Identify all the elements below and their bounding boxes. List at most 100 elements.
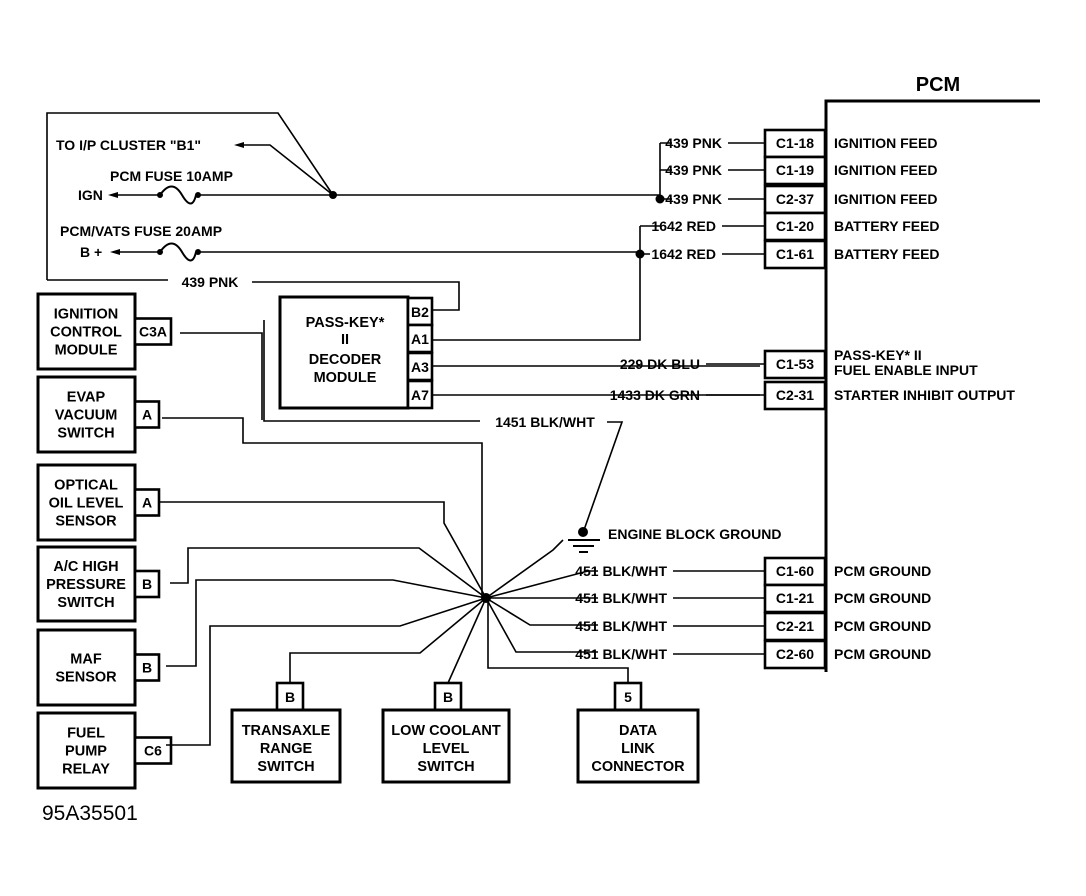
component-pin-id: B — [142, 576, 152, 592]
pcm-pin-function: BATTERY FEED — [834, 218, 940, 234]
pcm-connector-pin — [763, 211, 827, 242]
decoder-pin-id: A3 — [411, 359, 429, 375]
component-box — [576, 708, 700, 784]
wire-439-pnk-loop — [46, 112, 334, 280]
pcm-pin-function: BATTERY FEED — [834, 246, 940, 262]
component-label: SWITCH — [57, 595, 114, 611]
splice-dot — [635, 249, 645, 259]
component-box — [36, 628, 137, 707]
component-box — [381, 708, 511, 784]
decoder-line: II — [341, 332, 349, 348]
wire-ground-to-block — [485, 539, 564, 599]
component-pin — [133, 317, 173, 346]
component-pin — [133, 736, 173, 765]
component-label: SENSOR — [55, 514, 117, 530]
left-components: C3AIGNITIONCONTROLMODULEAEVAPVACUUMSWITC… — [36, 292, 173, 790]
pcm-pin-function: FUEL ENABLE INPUT — [834, 362, 978, 378]
pcm-fuse-label: PCM FUSE 10AMP — [110, 168, 233, 184]
wire-439-pnk-to-b2 — [252, 281, 460, 311]
component-box — [230, 708, 342, 784]
fuse-icon — [159, 242, 197, 262]
ground-terminal — [578, 527, 588, 537]
component-label: SWITCH — [57, 426, 114, 442]
vats-fuse-label: PCM/VATS FUSE 20AMP — [60, 223, 222, 239]
batt-label: B + — [80, 244, 102, 260]
wire-ac-pressure — [170, 547, 487, 599]
arrow-icon — [110, 249, 120, 255]
fuse-terminal — [195, 192, 201, 198]
component-label: LINK — [621, 741, 655, 757]
component-box — [36, 375, 137, 454]
component-pin-id: C6 — [144, 743, 162, 759]
pcm-wire-label: 451 BLK/WHT — [575, 618, 667, 634]
wire-ip-cluster — [240, 144, 334, 196]
decoder-line: PASS-KEY* — [306, 315, 385, 331]
pcm-pin-id: C1-20 — [776, 218, 814, 234]
pcm-wire-label: 1642 RED — [651, 218, 716, 234]
component-label: RELAY — [62, 762, 110, 778]
component-label: SENSOR — [55, 670, 117, 686]
wire-c3a — [263, 320, 480, 422]
component-label: DATA — [619, 723, 658, 739]
pcm-title: PCM — [916, 74, 960, 96]
component-label: LOW COOLANT — [391, 723, 501, 739]
fuse-terminal — [195, 249, 201, 255]
component-label: CONTROL — [50, 325, 122, 341]
pcm-pin-function: STARTER INHIBIT OUTPUT — [834, 387, 1015, 403]
pcm-pin-function: IGNITION FEED — [834, 135, 937, 151]
figure-id: 95A35501 — [42, 802, 138, 825]
decoder-output-wires — [432, 365, 760, 396]
component-label: TRANSAXLE — [242, 723, 331, 739]
component-label: OIL LEVEL — [49, 496, 124, 512]
decoder-module-box — [278, 295, 410, 410]
pcm-wire-label: 451 BLK/WHT — [575, 563, 667, 579]
pcm-wire-label: 439 PNK — [665, 191, 722, 207]
component-label: VACUUM — [55, 408, 118, 424]
decoder-module-label: PASS-KEY* II DECODER MODULE — [306, 315, 385, 386]
component-pin-id: B — [443, 689, 453, 705]
decoder-pin-id: B2 — [411, 304, 429, 320]
fuse-icon — [159, 185, 197, 205]
component-label: MAF — [70, 652, 102, 668]
component-pin-id: A — [142, 495, 152, 511]
component-label: SWITCH — [417, 759, 474, 775]
component-label: SWITCH — [257, 759, 314, 775]
splice-dot — [481, 593, 491, 603]
decoder-pin-id: A7 — [411, 387, 429, 403]
pcm-pin-id: C2-60 — [776, 646, 814, 662]
decoder-line: MODULE — [314, 370, 377, 386]
component-pin-id: A — [142, 407, 152, 423]
pcm-connector-pin — [763, 155, 827, 186]
wire-coolant — [447, 597, 487, 684]
pcm-pin-id: C2-31 — [776, 387, 814, 403]
pcm-pin-function: IGNITION FEED — [834, 162, 937, 178]
pcm-pin-id: C2-21 — [776, 618, 814, 634]
pcm-wire-label: 439 PNK — [665, 135, 722, 151]
engine-block-ground-label: ENGINE BLOCK GROUND — [608, 526, 781, 542]
component-label: FUEL — [67, 726, 105, 742]
component-label: PRESSURE — [46, 577, 126, 593]
pcm-pin-function: PCM GROUND — [834, 563, 931, 579]
pcm-pin-function: PCM GROUND — [834, 618, 931, 634]
pcm-boundary — [824, 99, 1040, 672]
component-pin-id: B — [142, 660, 152, 676]
pcm-pin-id: C1-19 — [776, 162, 814, 178]
decoder-pin-id: A1 — [411, 331, 429, 347]
component-pin-id: C3A — [139, 324, 167, 340]
pcm-wire-label: 451 BLK/WHT — [575, 646, 667, 662]
wire-evap — [162, 332, 483, 598]
pcm-wire-label: 1642 RED — [651, 246, 716, 262]
splice-dot — [329, 191, 337, 199]
arrow-icon — [108, 192, 118, 198]
pcm-pin-id: C2-37 — [776, 191, 814, 207]
pcm-connector-pin — [763, 639, 827, 670]
component-label: CONNECTOR — [591, 759, 685, 775]
pcm-pin-function: PASS-KEY* II — [834, 347, 922, 363]
